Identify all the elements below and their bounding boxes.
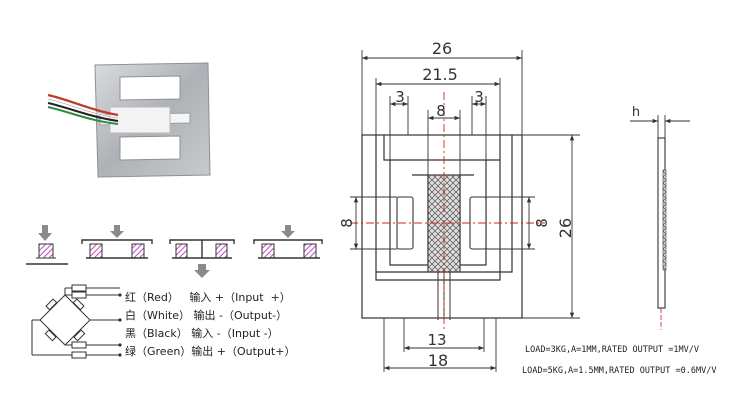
wire-red-label: 红（Red） 输入 +（Input +） — [125, 291, 291, 304]
left-slot — [396, 196, 414, 250]
lead-pins — [437, 272, 451, 320]
wire-green-label: 绿（Green）输出 +（Output+） — [125, 345, 296, 358]
dim-base-width: 18 — [428, 351, 448, 370]
spec-line-3kg: LOAD=3KG,A=1MM,RATED OUTPUT =1MV/V — [525, 345, 699, 355]
spec-line-5kg: LOAD=5KG,A=1.5MM,RATED OUTPUT =0.6MV/V — [522, 366, 717, 376]
center-lines — [350, 92, 545, 330]
wire-white-label: 白（White） 输出 -（Output-） — [125, 309, 288, 322]
dim-thickness-label: h — [632, 105, 640, 120]
dim-pin-spacing: 13 — [427, 331, 446, 349]
strain-gauge — [427, 174, 461, 273]
top-dimensions — [361, 50, 523, 175]
bottom-dimensions — [383, 318, 497, 372]
wire-black-label: 黑（Black） 输入 -（Input -） — [125, 327, 279, 340]
sensor-body-outline — [361, 134, 523, 319]
side-view-drawing — [630, 115, 690, 330]
dim-right-slot-height: 8 — [533, 218, 551, 228]
dim-left-slot-width: 3 — [395, 88, 405, 106]
dim-inner-width: 21.5 — [422, 65, 458, 84]
mounting-diagrams — [26, 225, 323, 278]
gauge-cover — [109, 106, 171, 134]
sensor-photo — [47, 62, 211, 178]
mount-diagram-1 — [26, 225, 68, 265]
dim-center-width: 8 — [436, 102, 446, 120]
dim-left-slot-height: 8 — [338, 218, 356, 228]
dim-right-slot-width: 3 — [474, 88, 484, 106]
dim-overall-height: 26 — [556, 218, 575, 238]
mount-diagram-4 — [253, 225, 323, 259]
mount-diagram-2 — [81, 225, 153, 259]
mount-diagram-3 — [169, 239, 235, 278]
dim-overall-width: 26 — [432, 39, 452, 58]
bridge-circuit — [31, 284, 122, 359]
lead-wires — [47, 93, 119, 125]
side-dimensions — [350, 134, 580, 319]
right-slot — [469, 196, 487, 250]
